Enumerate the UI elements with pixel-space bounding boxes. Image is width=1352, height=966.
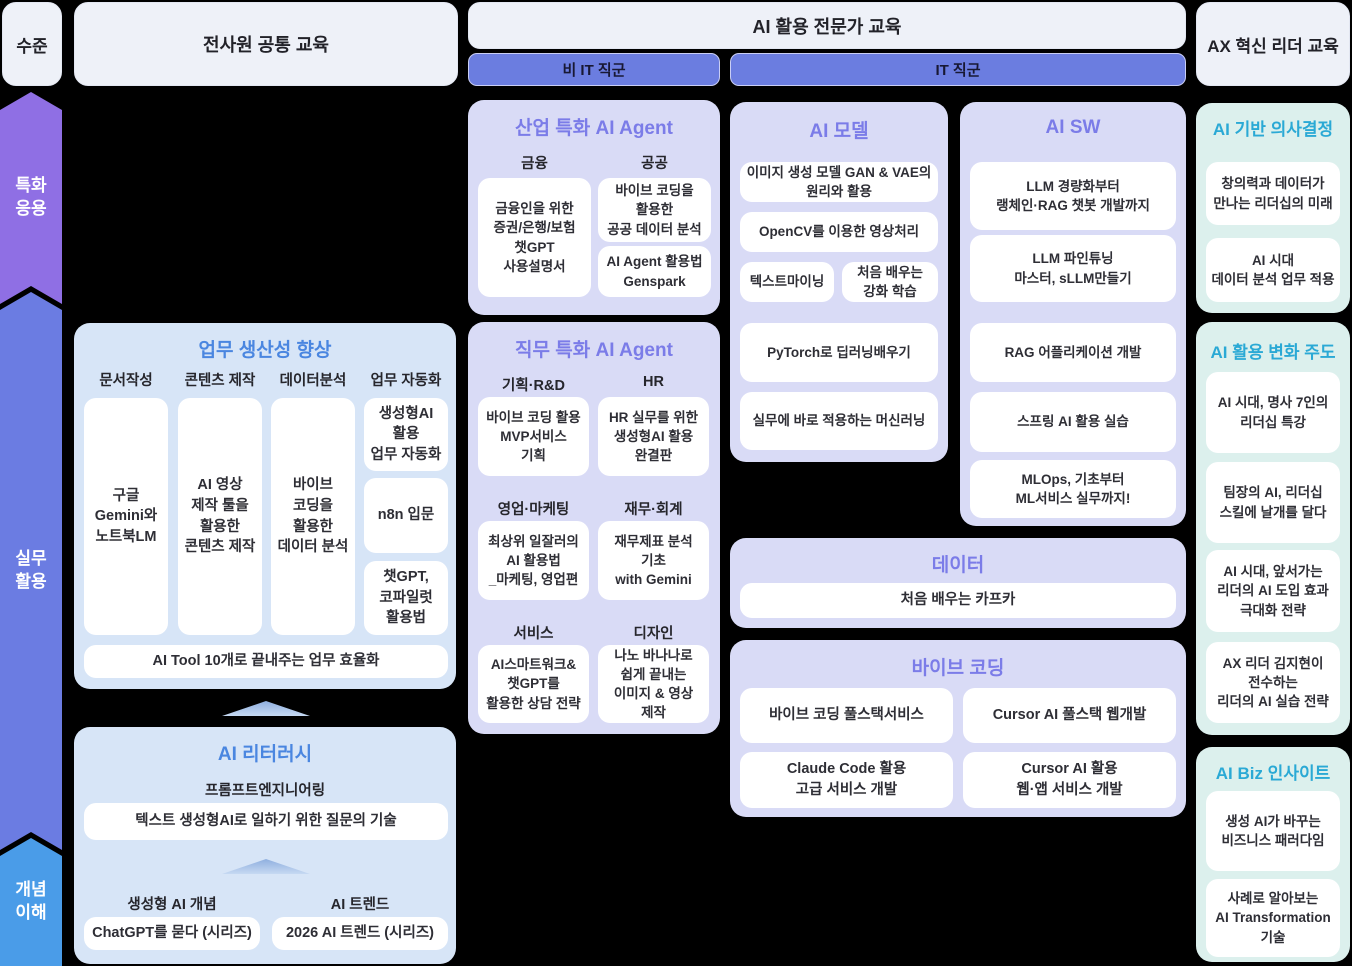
public-label: 공공 — [641, 156, 668, 172]
column-label-data: 데이터분석 — [279, 373, 347, 389]
course-card: HR 실무를 위한 생성형AI 활용 완결판 — [598, 397, 709, 476]
group-label: 서비스 — [513, 626, 554, 642]
section-industry-agent: 산업 특화 AI Agent 금융 공공 금융인을 위한 증권/은행/보험 챗G… — [468, 100, 720, 315]
level-arrow-practical: 실무 활용 — [0, 292, 62, 850]
course-card: AI 시대, 명사 7인의 리더십 특강 — [1206, 372, 1340, 453]
course-card: LLM 경량화부터 랭체인·RAG 챗봇 개발까지 — [970, 162, 1176, 230]
course-card: 바이브 코딩을 활용한 데이터 분석 — [271, 398, 355, 635]
finance-label: 금융 — [521, 156, 548, 172]
it-group-header: IT 직군 — [730, 53, 1186, 86]
group-label: 재무·회계 — [624, 502, 683, 518]
course-card-wide: 처음 배우는 카프카 — [740, 583, 1176, 618]
section-vibe-coding: 바이브 코딩 바이브 코딩 풀스택서비스 Cursor AI 풀스택 웹개발 C… — [730, 640, 1186, 817]
course-card: 2026 AI 트렌드 (시리즈) — [272, 917, 448, 950]
section-title: AI 활용 변화 주도 — [1210, 343, 1336, 362]
course-card: 생성형AI 활용 업무 자동화 — [364, 398, 448, 471]
course-card: AI스마트워크& 챗GPT를 활용한 상담 전략 — [478, 645, 589, 723]
section-ai-model: AI 모델 이미지 생성 모델 GAN & VAE의 원리와 활용 OpenCV… — [730, 102, 948, 462]
course-card: 바이브 코딩 활용 MVP서비스 기획 — [478, 397, 589, 476]
course-card: ChatGPT를 묻다 (시리즈) — [84, 917, 260, 950]
section-title: AI Biz 인사이트 — [1215, 764, 1331, 783]
course-card: 챗GPT, 코파일럿 활용법 — [364, 561, 448, 635]
prompt-engineering-label: 프롬프트엔지니어링 — [204, 783, 326, 799]
section-ai-decision: AI 기반 의사결정 창의력과 데이터가 만나는 리더십의 미래 AI 시대 데… — [1196, 103, 1350, 313]
section-title: 직무 특화 AI Agent — [515, 340, 673, 361]
level-arrow-specialized: 특화 응용 — [0, 92, 62, 304]
course-card: OpenCV를 이용한 영상처리 — [740, 212, 938, 252]
level-arrow-concept: 개념 이해 — [0, 838, 62, 966]
ax-leader-education-header: AX 혁신 리더 교육 — [1196, 2, 1350, 86]
course-card: 구글 Gemini와 노트북LM — [84, 398, 168, 635]
section-title: AI 모델 — [809, 121, 869, 142]
course-card: 금융인을 위한 증권/은행/보험 챗GPT 사용설명서 — [478, 178, 591, 297]
up-arrow-icon — [222, 859, 310, 874]
course-card: PyTorch로 딥러닝배우기 — [740, 323, 938, 382]
course-card: 생성 AI가 바꾸는 비즈니스 패러다임 — [1206, 791, 1340, 871]
course-card: 최상위 일잘러의 AI 활용법 _마케팅, 영업편 — [478, 521, 589, 600]
section-title: AI SW — [1045, 117, 1101, 138]
column-label-docs: 문서작성 — [99, 373, 153, 389]
group-label: 기획·R&D — [502, 378, 565, 394]
level-header: 수준 — [2, 2, 62, 86]
up-arrow-icon — [222, 701, 310, 716]
course-card: 팀장의 AI, 리더십 스킬에 날개를 달다 — [1206, 462, 1340, 543]
course-card: 이미지 생성 모델 GAN & VAE의 원리와 활용 — [740, 162, 938, 202]
course-card: 바이브 코딩을 활용한 공공 데이터 분석 — [598, 178, 711, 242]
section-productivity: 업무 생산성 향상 문서작성 콘텐츠 제작 데이터분석 업무 자동화 구글 Ge… — [74, 323, 456, 689]
course-card: MLOps, 기초부터 ML서비스 실무까지! — [970, 460, 1176, 518]
course-card: AI 시대 데이터 분석 업무 적용 — [1206, 238, 1340, 302]
course-card: Cursor AI 풀스택 웹개발 — [963, 688, 1176, 743]
section-literacy: AI 리터러시 프롬프트엔지니어링 텍스트 생성형AI로 일하기 위한 질문의 … — [74, 727, 456, 964]
course-card: n8n 입문 — [364, 478, 448, 553]
section-title: 데이터 — [931, 555, 985, 576]
course-card: AI Agent 활용법 Genspark — [598, 246, 711, 297]
expert-education-header: AI 활용 전문가 교육 — [468, 2, 1186, 49]
section-title: 바이브 코딩 — [911, 658, 1005, 679]
section-title: 업무 생산성 향상 — [198, 340, 332, 361]
course-card: 재무제표 분석 기초 with Gemini — [598, 521, 709, 600]
section-ai-biz-insight: AI Biz 인사이트 생성 AI가 바꾸는 비즈니스 패러다임 사례로 알아보… — [1196, 747, 1350, 962]
course-card: AI 영상 제작 툴을 활용한 콘텐츠 제작 — [178, 398, 262, 635]
group-label: 영업·마케팅 — [497, 502, 570, 518]
ai-trend-label: AI 트렌드 — [330, 897, 390, 913]
section-title: 산업 특화 AI Agent — [515, 118, 673, 139]
course-card: 바이브 코딩 풀스택서비스 — [740, 688, 953, 743]
section-ai-sw: AI SW LLM 경량화부터 랭체인·RAG 챗봇 개발까지 LLM 파인튜닝… — [960, 102, 1186, 526]
group-label: 디자인 — [633, 626, 674, 642]
course-card: 창의력과 데이터가 만나는 리더십의 미래 — [1206, 162, 1340, 225]
course-card: RAG 어플리케이션 개발 — [970, 323, 1176, 382]
column-label-content: 콘텐츠 제작 — [184, 373, 256, 389]
course-card: 나노 바나나로 쉽게 끝내는 이미지 & 영상 제작 — [598, 645, 709, 723]
course-card: AX 리더 김지현이 전수하는 리더의 AI 실습 전략 — [1206, 642, 1340, 723]
section-job-agent: 직무 특화 AI Agent 기획·R&D HR 바이브 코딩 활용 MVP서비… — [468, 322, 720, 734]
non-it-group-header: 비 IT 직군 — [468, 53, 720, 86]
course-card: 텍스트마이닝 — [740, 262, 834, 302]
section-title: AI 기반 의사결정 — [1212, 120, 1334, 139]
column-label-automation: 업무 자동화 — [370, 373, 442, 389]
course-card: AI 시대, 앞서가는 리더의 AI 도입 효과 극대화 전략 — [1206, 550, 1340, 632]
section-data: 데이터 처음 배우는 카프카 — [730, 538, 1186, 628]
section-title: AI 리터러시 — [217, 744, 313, 765]
section-ai-change: AI 활용 변화 주도 AI 시대, 명사 7인의 리더십 특강 팀장의 AI,… — [1196, 322, 1350, 735]
course-card-wide: 텍스트 생성형AI로 일하기 위한 질문의 기술 — [84, 803, 448, 840]
course-card: LLM 파인튜닝 마스터, sLLM만들기 — [970, 235, 1176, 302]
course-card: 처음 배우는 강화 학습 — [842, 262, 938, 302]
course-card: 사례로 알아보는 AI Transformation 기술 — [1206, 879, 1340, 957]
course-card: 스프링 AI 활용 실습 — [970, 392, 1176, 452]
group-label: HR — [643, 374, 664, 390]
common-education-header: 전사원 공통 교육 — [74, 2, 458, 86]
course-card: Claude Code 활용 고급 서비스 개발 — [740, 752, 953, 808]
genai-concept-label: 생성형 AI 개념 — [127, 897, 217, 913]
course-card-wide: AI Tool 10개로 끝내주는 업무 효율화 — [84, 645, 448, 678]
course-card: 실무에 바로 적용하는 머신러닝 — [740, 392, 938, 450]
course-card: Cursor AI 활용 웹·앱 서비스 개발 — [963, 752, 1176, 808]
